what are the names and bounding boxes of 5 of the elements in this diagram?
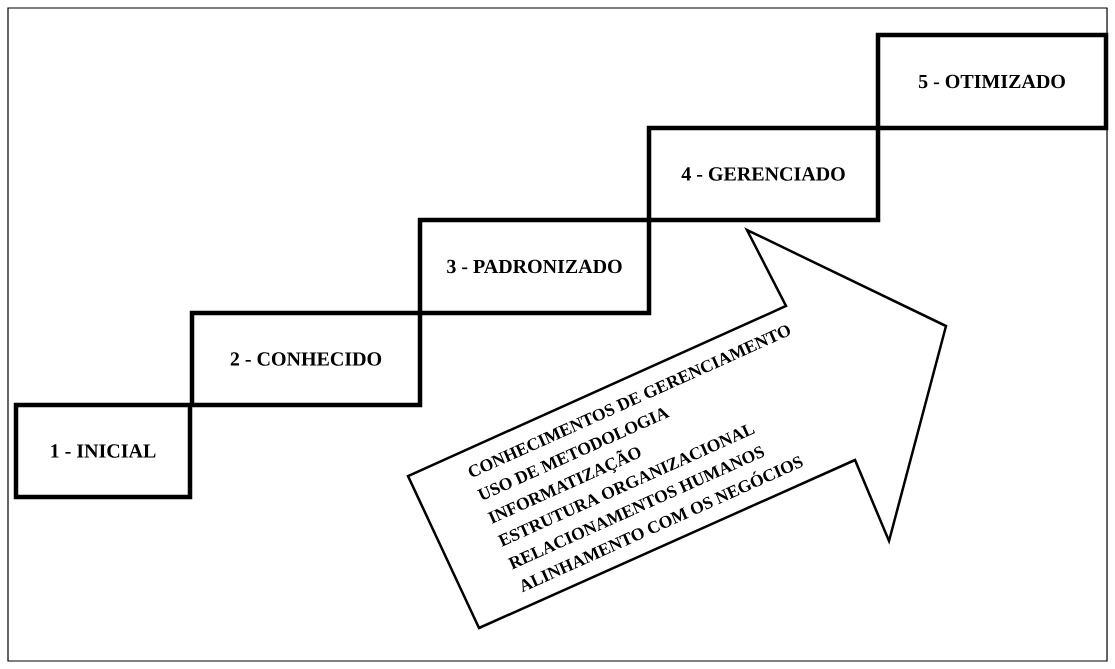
step-box: 2 - CONHECIDO [189,310,423,408]
step-box: 5 - OTIMIZADO [875,32,1109,131]
step-box: 1 - INICIAL [13,402,193,500]
step-box: 3 - PADRONIZADO [417,217,652,316]
step-box: 4 - GERENCIADO [646,125,881,223]
